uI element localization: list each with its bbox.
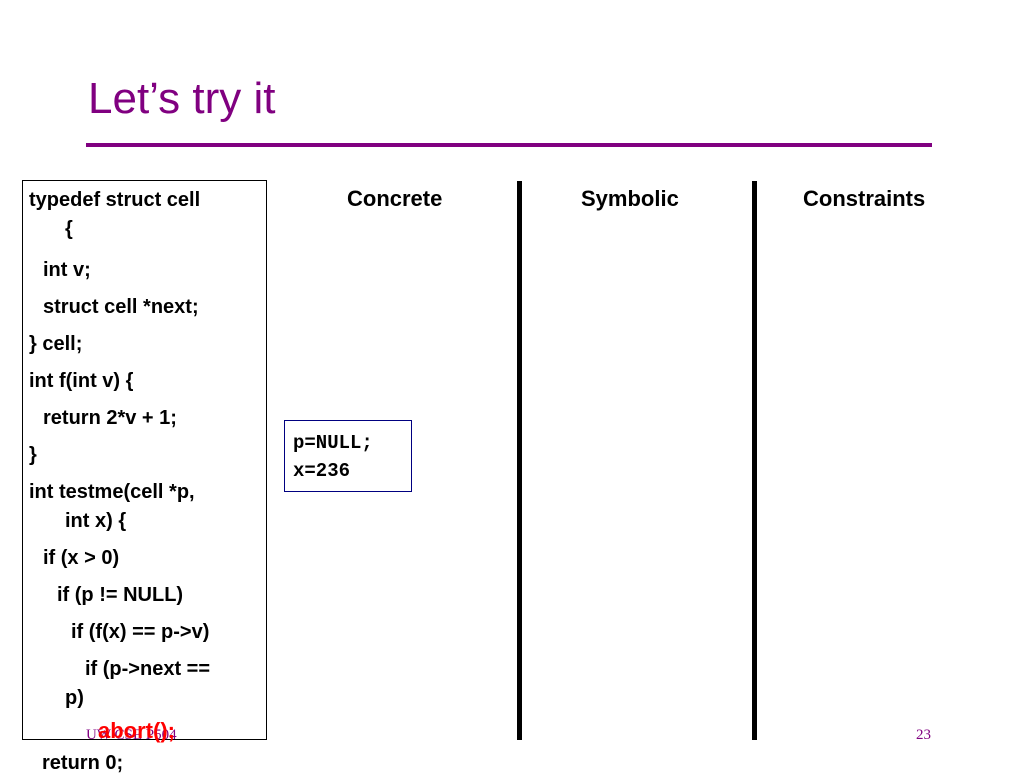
code-line-abort: abort(); (98, 718, 175, 743)
code-line: { (65, 218, 73, 240)
concrete-state-box: p=NULL; x=236 (284, 420, 412, 492)
code-line-return: return 0; (42, 752, 124, 774)
code-line: typedef struct cell (29, 189, 201, 211)
code-panel: typedef struct cell { int v; struct cell… (22, 180, 267, 740)
concrete-value-p: p=NULL; (293, 432, 373, 454)
code-line: int f(int v) { (29, 370, 134, 392)
concrete-value-x: x=236 (293, 460, 351, 482)
code-line: struct cell *next; (43, 296, 199, 318)
column-header-symbolic: Symbolic (581, 186, 679, 211)
code-line: p) (65, 687, 84, 709)
footer-course: UW CSE P504 (86, 727, 177, 743)
column-divider (517, 181, 522, 740)
code-line: int testme(cell *p, (29, 481, 195, 503)
column-header-constraints: Constraints (803, 186, 926, 211)
code-line: } cell; (29, 333, 83, 355)
code-line: int x) { (65, 510, 127, 532)
code-line: if (p->next == (85, 658, 211, 680)
code-line: if (p != NULL) (57, 584, 184, 606)
column-header-concrete: Concrete (347, 186, 443, 211)
column-divider (752, 181, 757, 740)
code-line: int v; (43, 259, 91, 281)
slide-title: Let’s try it (88, 74, 276, 123)
code-line: if (f(x) == p->v) (71, 621, 210, 643)
code-line: return 2*v + 1; (43, 407, 177, 429)
page-number: 23 (916, 727, 931, 743)
code-line: } (29, 444, 37, 466)
code-line: if (x > 0) (43, 547, 120, 569)
title-underline (86, 143, 932, 147)
